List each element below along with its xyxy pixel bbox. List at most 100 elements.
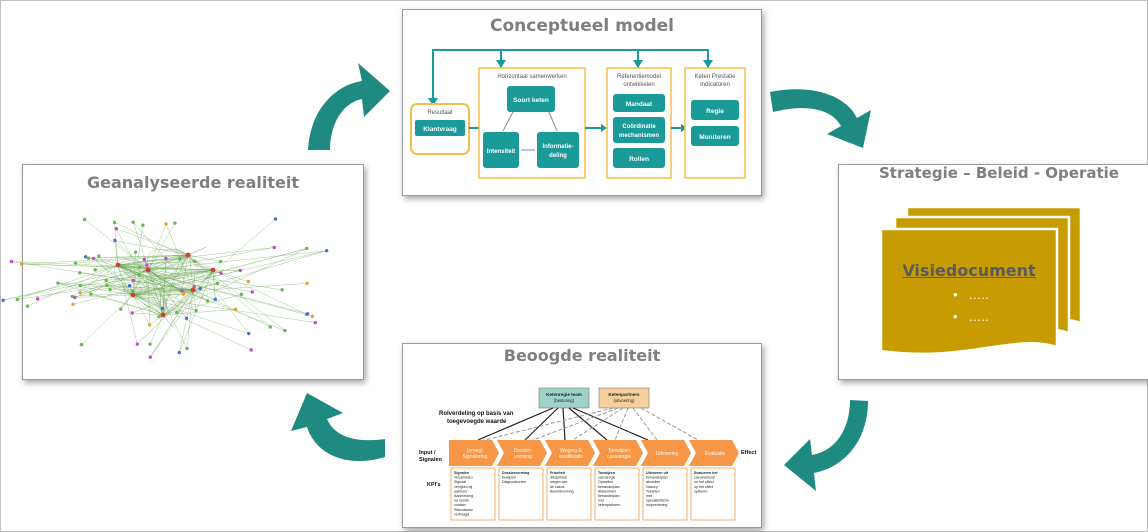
network-node (142, 257, 146, 262)
network-node (86, 256, 91, 260)
soort-keten-box: Soort keten (513, 97, 549, 104)
network-edge (162, 309, 236, 316)
network-node (185, 252, 191, 258)
kpi-column-4 (594, 467, 640, 521)
network-edge (162, 248, 307, 316)
process-step-label: Uitvoering (656, 451, 679, 457)
network-node (115, 262, 121, 268)
keten-label-line2: Indicatoren (700, 82, 730, 88)
network-node (164, 256, 168, 261)
network-node (56, 281, 60, 285)
network-edge (84, 219, 149, 271)
kpi-text: casusregie (598, 476, 615, 480)
network-edge (147, 269, 214, 280)
kpi-column-6 (690, 467, 736, 521)
network-node (280, 288, 284, 292)
kpi-text: en het effect (694, 480, 714, 484)
network-edge (162, 254, 189, 309)
network-edge (187, 254, 221, 262)
network-edge (117, 264, 164, 316)
network-edge (162, 288, 199, 316)
network-edge (187, 254, 285, 331)
process-step-2 (497, 440, 547, 466)
network-edge (174, 248, 189, 256)
process-step-1 (449, 440, 499, 466)
network-node (219, 271, 223, 275)
network-node (114, 227, 118, 231)
network-node (113, 238, 117, 243)
network-node (160, 306, 165, 311)
process-step-4 (593, 440, 643, 466)
cycle-arrow-top-left (308, 63, 390, 150)
network-node (178, 257, 182, 261)
network-node (25, 304, 30, 308)
network-edge (150, 269, 214, 358)
referentie-label-line2: ontwikkelen (623, 82, 654, 88)
network-node (305, 246, 309, 251)
network-node (20, 262, 24, 266)
network-edge (192, 289, 197, 311)
network-node (239, 292, 244, 297)
network-node (310, 314, 315, 318)
horizontaal-label: Horizontaal samenwerken (497, 74, 566, 80)
network-node (112, 220, 117, 225)
network-edge (149, 314, 164, 326)
network-edge (147, 223, 167, 271)
network-node (246, 279, 251, 284)
visiedocument-bullet-2: • ….. (953, 309, 989, 324)
network-node (192, 285, 196, 289)
network-node (89, 292, 93, 296)
network-edge (187, 247, 207, 256)
kpi-text: de casus (550, 485, 565, 489)
network-edge (114, 240, 189, 256)
process-step-label: Weging & (560, 448, 582, 454)
network-node (137, 265, 142, 269)
informatie-box-line2: deling (549, 153, 567, 159)
network-node (130, 289, 135, 294)
network-edge (117, 260, 194, 291)
network-node (283, 328, 287, 333)
network-node (148, 342, 152, 346)
process-step-label: kwalificatie (559, 454, 583, 460)
network-node (145, 267, 151, 273)
network-node (305, 281, 309, 286)
network-node (175, 310, 179, 315)
network-node (190, 287, 196, 293)
network-edge (80, 285, 194, 291)
kpi-label: KPI's (427, 482, 441, 488)
network-node (15, 297, 20, 302)
conceptueel-model-diagram: Resultaat Klantvraag Horizontaal samenwe… (410, 49, 746, 179)
intensiteit-box: Intensiteit (487, 149, 515, 155)
kpi-text: behandelplan (598, 485, 620, 489)
network-edge (114, 240, 149, 271)
kpi-text: met (598, 499, 604, 503)
network-edge (143, 303, 164, 316)
network-node (238, 268, 242, 273)
kpi-text: na eerste (454, 499, 469, 503)
network-node (145, 263, 149, 267)
kpi-text: contact (454, 503, 466, 507)
network-node (193, 259, 197, 264)
network-node (108, 287, 112, 292)
network-edge (137, 289, 194, 345)
network-node (105, 283, 109, 287)
conceptueel-model-title: Conceptueel model (490, 16, 674, 36)
network-node (305, 312, 310, 316)
network-edge (132, 293, 167, 316)
network-node (160, 312, 166, 318)
network-edge (120, 294, 134, 310)
network-edge (122, 289, 134, 296)
network-node (104, 278, 108, 282)
kpi-column-5 (642, 467, 688, 521)
process-step-label: Signalering (462, 454, 487, 460)
network-edge (115, 256, 149, 271)
network-node (173, 221, 177, 225)
network-edge (149, 314, 164, 345)
network-node (324, 248, 329, 253)
network-node (141, 223, 145, 227)
process-step-label: Dossier- (514, 448, 533, 454)
kpi-text: specialistische (646, 499, 669, 503)
kpi-text: verzamelen (454, 476, 473, 480)
network-node (91, 256, 96, 261)
network-node (1, 298, 5, 302)
